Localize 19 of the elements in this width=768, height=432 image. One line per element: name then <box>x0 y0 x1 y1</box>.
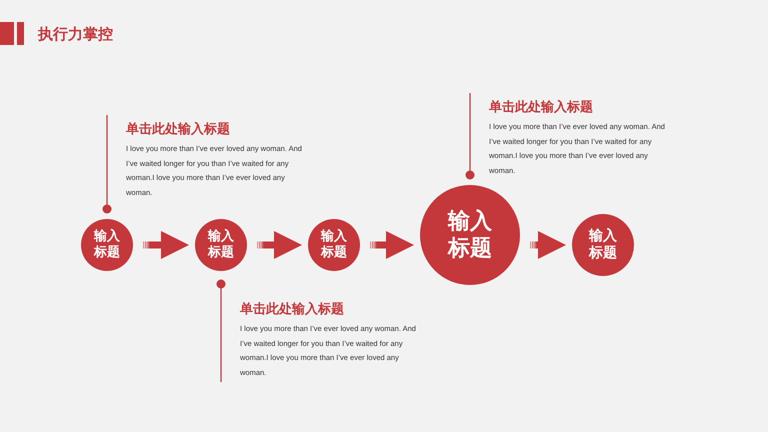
heading: 单击此处输入标题 <box>240 302 344 318</box>
heading: 单击此处输入标题 <box>489 100 593 116</box>
step-circle <box>308 219 360 271</box>
arrow <box>143 231 189 259</box>
heading: 单击此处输入标题 <box>126 122 230 138</box>
step-label: 输入标题 <box>207 228 235 262</box>
step-label: 输入标题 <box>320 228 348 262</box>
arrow <box>370 231 414 259</box>
arrow <box>530 231 566 259</box>
step-label: 输入标题 <box>446 208 493 262</box>
step-circle <box>195 219 247 271</box>
step-label: 输入标题 <box>588 228 618 262</box>
leader-line <box>102 115 112 214</box>
step-label: 输入标题 <box>93 228 121 262</box>
title: 执行力掌控 <box>38 25 113 43</box>
arrow <box>257 231 302 259</box>
leader-line <box>216 280 226 382</box>
leader-line <box>466 93 474 180</box>
step-circle <box>81 219 133 271</box>
